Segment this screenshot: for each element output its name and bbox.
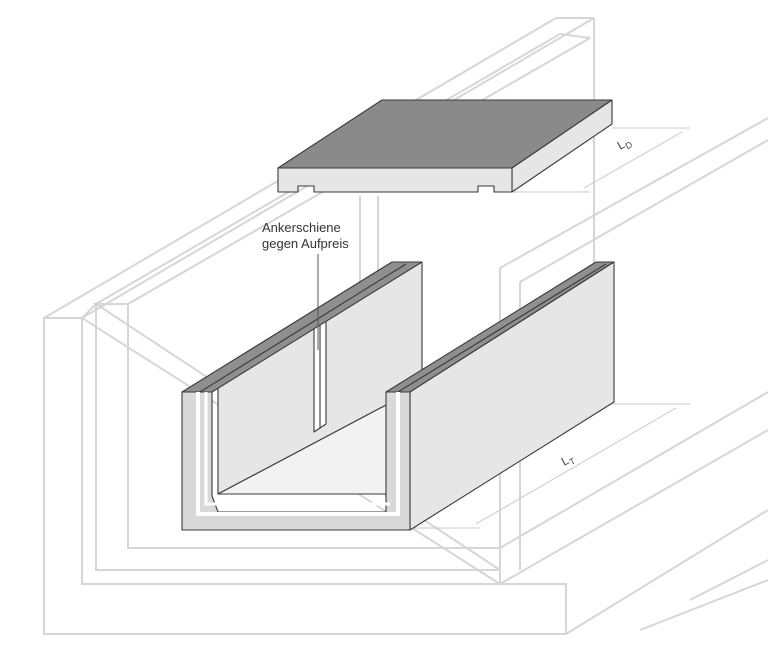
lid-front-face [277,167,513,193]
svg-text:LT: LT [559,450,578,470]
trough-right-wall-outer [409,261,615,531]
trough-channel [181,261,615,531]
annotation-line-2: gegen Aufpreis [262,236,349,251]
svg-text:LD: LD [615,134,635,155]
lid-length-sub: D [624,139,635,151]
annotation-line-1: Ankerschiene [262,220,341,235]
dimension-lines [410,127,690,529]
annotation-anchor-rail: Ankerschiene gegen Aufpreis [262,220,349,350]
dimension-label-lid: LD [615,134,635,155]
dimension-label-trough: LT [559,450,578,470]
trough-length-sub: T [568,456,578,468]
lid-plate [277,99,613,193]
